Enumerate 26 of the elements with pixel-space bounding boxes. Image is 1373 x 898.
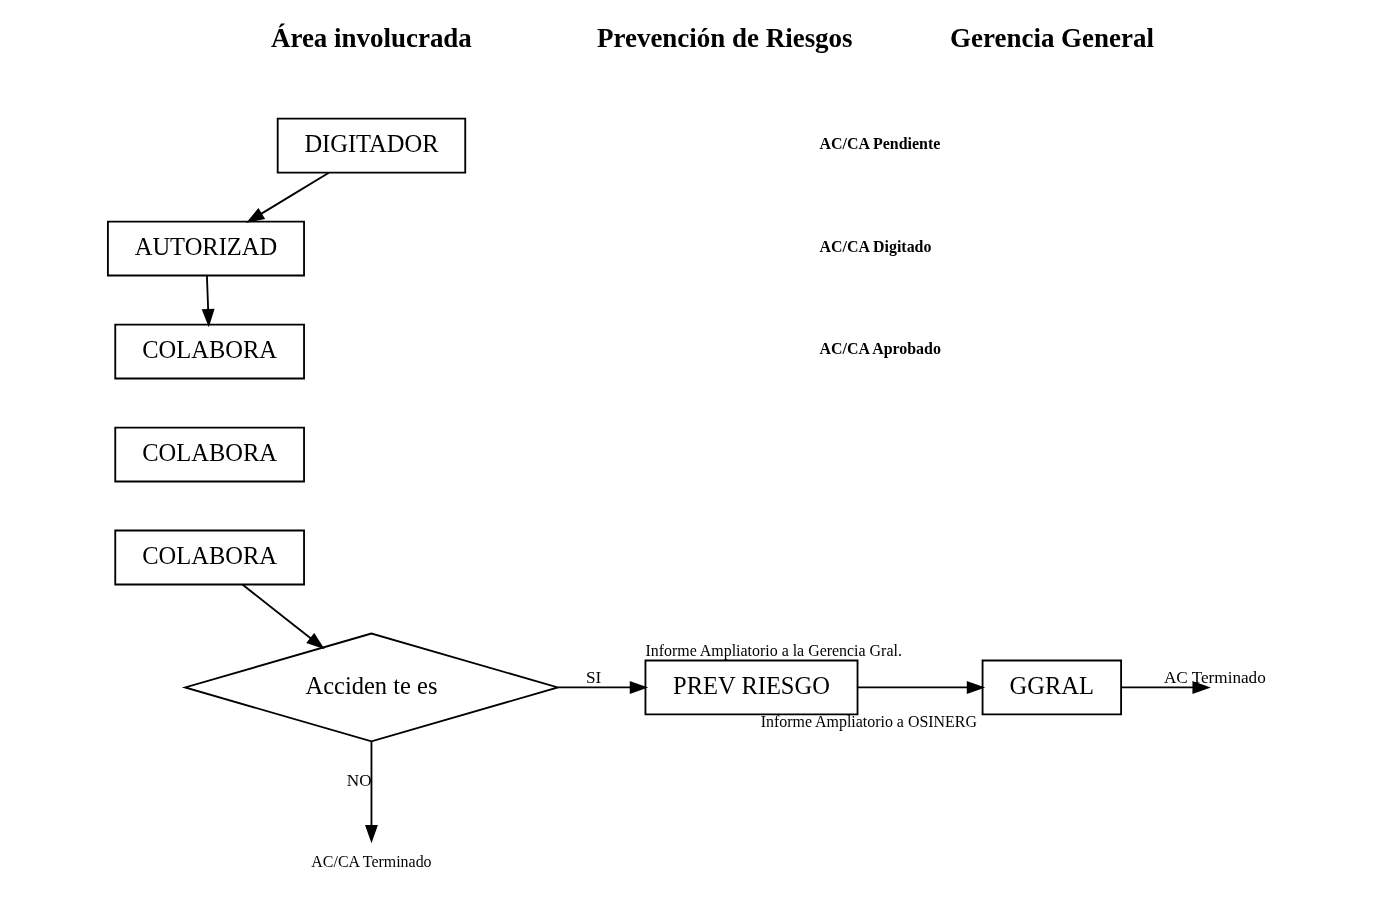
edge-label: SI — [586, 667, 602, 687]
label: AC/CA Pendiente — [819, 134, 941, 152]
node-label: Informe Ampliatorio a OSINERG — [760, 713, 977, 731]
label: Prevención de Riesgos — [597, 23, 853, 54]
node-label: Informe Ampliatorio a la Gerencia Gral. — [645, 642, 902, 660]
arrow — [201, 274, 215, 328]
node-box: DIGITADOR — [276, 117, 467, 174]
label: Área involucrada — [270, 23, 472, 54]
node-box: GGRAL — [981, 659, 1122, 716]
arrow — [1120, 681, 1211, 694]
arrow — [246, 171, 330, 223]
node-box: COLABORA — [114, 529, 305, 586]
arrow — [856, 681, 986, 694]
node-box: COLABORA — [114, 426, 305, 483]
node-text: AC/CA Terminado — [311, 852, 432, 870]
node-box: COLABORA — [114, 323, 305, 380]
edge-label: AC Terminado — [1163, 667, 1266, 687]
arrow — [557, 681, 649, 694]
node-box: PREV RIESGO — [644, 659, 859, 716]
label: Gerencia General — [950, 23, 1154, 54]
label: AC/CA Aprobado — [819, 340, 941, 358]
arrow — [365, 740, 378, 844]
label: AC/CA Digitado — [819, 237, 932, 255]
edge-label: NO — [346, 771, 372, 791]
arrow — [241, 583, 325, 650]
node-box: AUTORIZAD — [107, 220, 305, 277]
